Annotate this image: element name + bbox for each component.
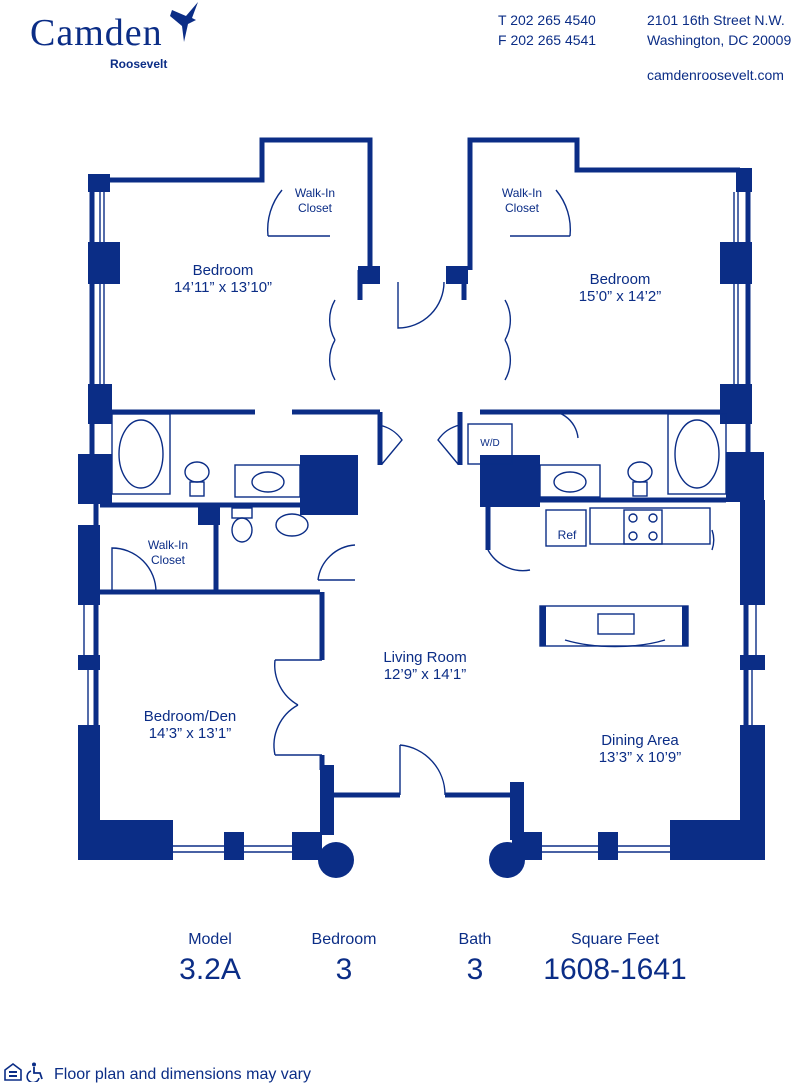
fax-number: F 202 265 4541 bbox=[498, 32, 597, 48]
washer-dryer-label: W/D bbox=[480, 438, 500, 449]
brand-logo: Camden bbox=[30, 12, 163, 54]
floor-plan bbox=[78, 137, 765, 878]
bedroom-value: 3 bbox=[335, 953, 353, 986]
city-address: Washington, DC 20009 bbox=[647, 32, 792, 48]
sqft-label: Square Feet bbox=[570, 931, 660, 948]
sqft-value: 1608-1641 bbox=[543, 953, 687, 986]
model-value: 3.2A bbox=[179, 953, 241, 986]
disclaimer-text: Floor plan and dimensions may vary bbox=[54, 1066, 312, 1083]
phone-number: T 202 265 4540 bbox=[498, 12, 596, 28]
hummingbird-icon bbox=[170, 2, 198, 42]
fridge-label: Ref bbox=[557, 528, 577, 542]
website-link[interactable]: camdenroosevelt.com bbox=[647, 67, 784, 83]
bedroom-label: Bedroom bbox=[311, 931, 377, 948]
model-label: Model bbox=[188, 931, 232, 948]
street-address: 2101 16th Street N.W. bbox=[647, 12, 785, 28]
equal-housing-icon bbox=[4, 1063, 22, 1081]
bath-label: Bath bbox=[458, 931, 492, 948]
accessible-icon bbox=[26, 1062, 43, 1082]
bath-value: 3 bbox=[466, 953, 484, 986]
property-name: Roosevelt bbox=[110, 57, 168, 71]
